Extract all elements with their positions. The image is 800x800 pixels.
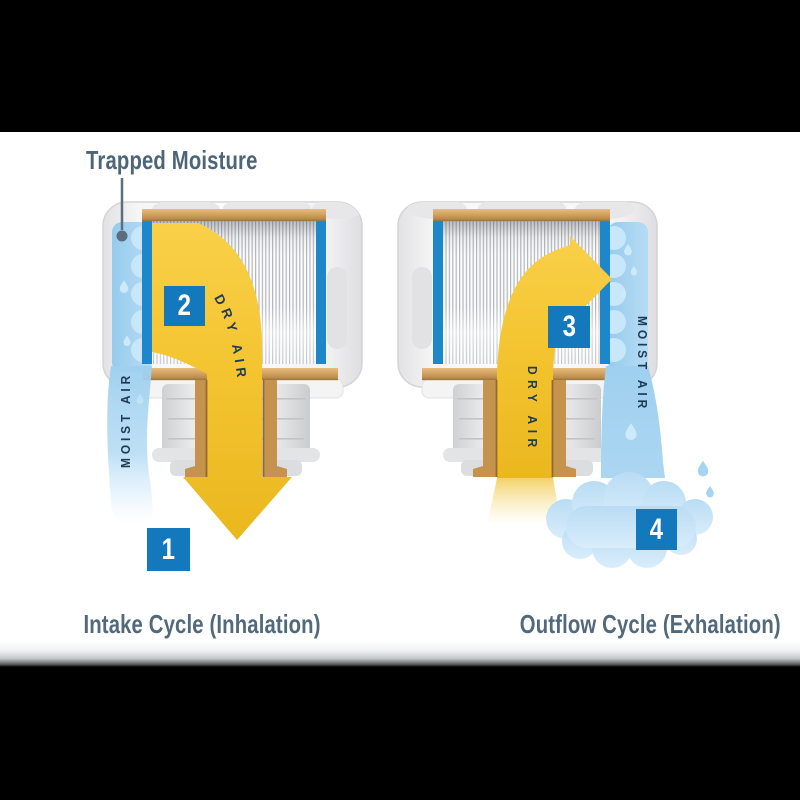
intake-outlet-walls [185,380,287,477]
moisture-bubbles [608,226,626,362]
intake-left-seal-bar [142,210,152,364]
outflow-inlet-walls [473,380,576,477]
intake-cycle-caption: Intake Cycle (Inhalation) [83,609,321,639]
outflow-cycle-caption: Outflow Cycle (Exhalation) [519,609,781,639]
outflow-moist-air-label: MOIST AIR [635,316,650,412]
inlet-wall-edge [495,380,498,477]
outflow-left-seal-bar [433,210,443,364]
outflow-device: DRY AIR MOIST AIR [397,201,714,568]
inlet-air-glow [487,478,561,525]
letterbox-bar-bottom [0,667,800,800]
outflow-dry-air-arrow [497,236,612,478]
cap-inner-highlight [327,267,347,349]
leader-dot [116,230,128,242]
trapped-moisture-label: Trapped Moisture [86,145,258,175]
intake-moist-air-stream [107,366,153,526]
intake-device: DRY AIR MOIST AIR [102,201,363,540]
step-4-badge: 4 [636,509,677,550]
outflow-trapped-moisture-panel [608,222,648,372]
trapped-moisture-leader [116,178,128,242]
intake-moist-air-label: MOIST AIR [119,372,134,468]
droplet-icon [697,460,709,477]
step-2-badge: 2 [164,286,205,326]
intake-cartridge-top-frame [142,209,326,222]
inlet-wall-edge [551,380,554,477]
outflow-cartridge-top-frame [433,209,610,222]
exhaled-moisture-cloud [546,472,713,568]
letterbox-bar-top [0,0,800,132]
outflow-moist-air-stream [546,366,714,568]
intake-right-seal-bar [316,210,326,364]
outflow-dry-air-label: DRY AIR [525,366,540,453]
cap-inner-highlight [412,267,432,349]
outlet-wall-edge [205,380,208,477]
step-1-badge: 1 [147,528,190,571]
outlet-wall-edge [262,380,265,477]
outflow-right-seal-bar [600,210,610,364]
step-3-badge: 3 [548,306,590,348]
bottom-fade-strip [0,641,800,667]
droplet-icon [706,485,714,498]
